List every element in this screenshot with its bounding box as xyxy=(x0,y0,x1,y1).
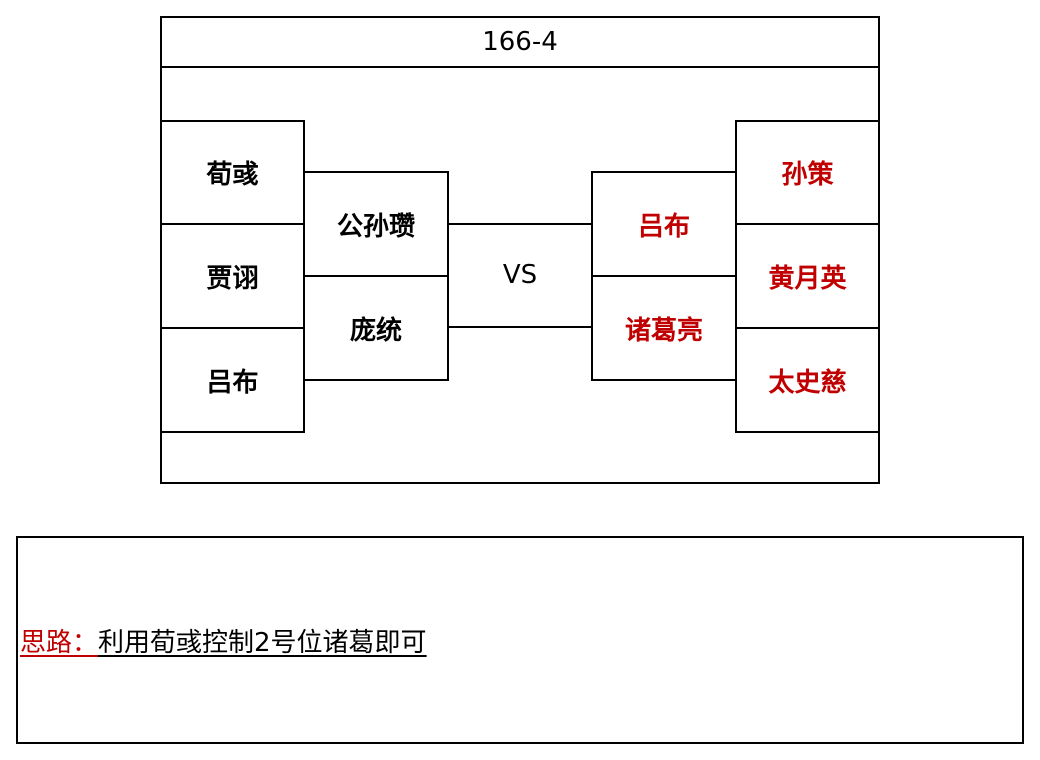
left-back-slot-2: 贾诩 xyxy=(160,223,305,329)
connector-line-top xyxy=(448,223,592,225)
right-back-slot-1: 孙策 xyxy=(735,120,880,225)
right-back-slot-2: 黄月英 xyxy=(735,223,880,329)
connector-line-bottom xyxy=(448,326,592,328)
left-front-slot-2: 庞统 xyxy=(303,275,449,381)
vs-label: VS xyxy=(502,260,538,290)
strategy-note-text: 利用荀彧控制2号位诸葛即可 xyxy=(98,628,427,658)
lineup-title: 166-4 xyxy=(160,16,880,68)
strategy-note-label: 思路： xyxy=(20,628,99,658)
left-back-slot-1: 荀彧 xyxy=(160,120,305,225)
right-front-slot-1: 吕布 xyxy=(591,171,737,277)
right-front-slot-2: 诸葛亮 xyxy=(591,275,737,381)
strategy-note-box xyxy=(16,536,1024,744)
strategy-note: 思路：利用荀彧控制2号位诸葛即可 xyxy=(20,622,427,658)
left-front-slot-1: 公孙瓒 xyxy=(303,171,449,277)
right-back-slot-3: 太史慈 xyxy=(735,327,880,433)
left-back-slot-3: 吕布 xyxy=(160,327,305,433)
